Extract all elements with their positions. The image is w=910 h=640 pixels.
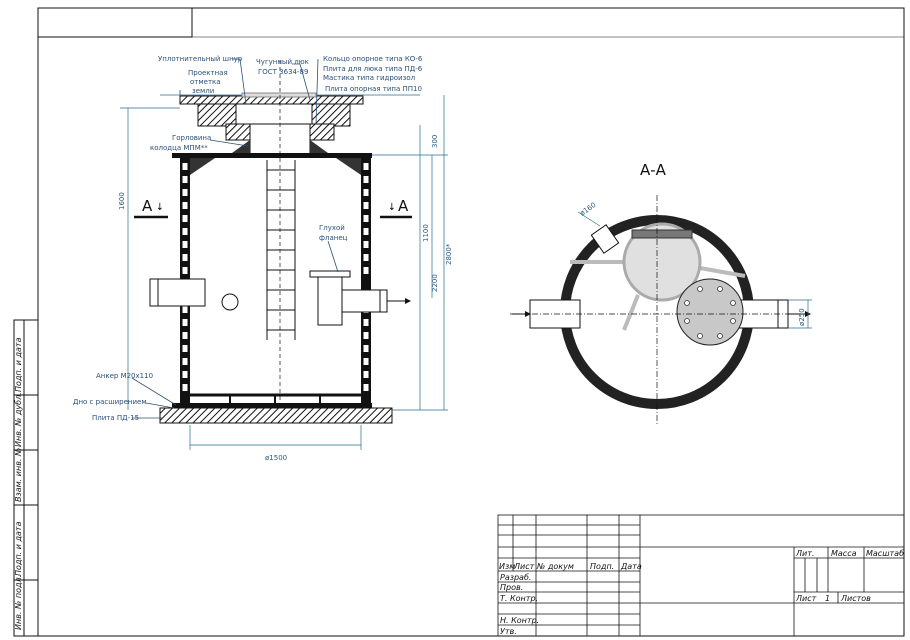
top-slab: [172, 153, 372, 158]
label-hatch-1: Чугунный люк: [256, 58, 309, 66]
label-ring: Кольцо опорное типа КО-6: [323, 55, 423, 63]
tb-row-tcontrol: Т. Контр.: [500, 594, 538, 603]
section-mark-right: А: [398, 197, 409, 215]
label-mastic: Мастика типа гидроизол: [323, 74, 415, 82]
label-blind-flange-2: фланец: [319, 234, 348, 242]
dim-diameter-160: ø160: [579, 201, 598, 218]
section-a-a: А-А ø160 ø250: [510, 161, 812, 425]
label-ground-mark-2: отметка: [190, 78, 221, 86]
blind-flange: [309, 270, 351, 278]
tb-lit: Лит.: [795, 549, 814, 558]
base-plate-pd15: [159, 407, 393, 424]
label-neck-1: Горловина: [172, 134, 211, 142]
label-blind-flange-1: Глухой: [319, 224, 345, 232]
inlet-pipe: [149, 278, 206, 307]
tb-mass: Масса: [831, 549, 857, 558]
neck-outline: [622, 222, 702, 302]
dim-1100: 1100: [422, 224, 430, 242]
side-strip: Инв. № подл. Подп. и дата Взам. инв. № И…: [14, 337, 23, 630]
strip-inv-podl: Инв. № подл.: [14, 575, 23, 630]
leader-lines: [131, 58, 339, 419]
label-base-plate: Плита ПД-15: [92, 414, 139, 422]
label-anchor: Анкер М20х110: [96, 372, 153, 380]
tb-sheet: Лист: [795, 594, 817, 603]
label-bottom: Дно с расширением: [73, 398, 147, 406]
strip-podp-data-2: Подп. и дата: [14, 337, 23, 392]
tb-row-ncontrol: Н. Контр.: [500, 616, 539, 625]
tb-sheets: Листов: [840, 594, 871, 603]
dim-300: 300: [431, 135, 439, 148]
section-mark-left: А: [142, 197, 153, 215]
tb-header-izm: Изм: [499, 562, 515, 571]
tb-header-sign: Подп.: [590, 562, 614, 571]
neck-plate: [631, 229, 693, 239]
well-elevation: А ↓ ↓ А 1600 300 1100 2200 2800* ø1500 У…: [73, 55, 453, 462]
cast-iron-hatch: [241, 92, 317, 98]
dim-2200: 2200: [431, 274, 439, 292]
tb-scale: Масштаб: [866, 549, 904, 558]
label-ground-mark-1: Проектная: [188, 69, 228, 77]
dim-diameter-1500: ø1500: [265, 454, 287, 462]
small-pipe: [590, 224, 620, 254]
tb-header-list: Лист: [513, 562, 535, 571]
label-ground-mark-3: земли: [192, 87, 214, 95]
label-seal-cord: Уплотнительный шнур: [158, 55, 243, 63]
dim-2800: 2800*: [445, 243, 453, 265]
dim-diameter-250: ø250: [798, 308, 806, 326]
opening: [221, 293, 239, 311]
strip-vzam-inv: Взам. инв. №: [14, 448, 23, 502]
strip-podp-data-1: Подп. и дата: [14, 521, 23, 576]
bottom: [172, 403, 372, 408]
strip-inv-dubl: Инв. № дубл.: [14, 392, 23, 447]
title-block: [497, 514, 905, 637]
tb-header-doc: № докум: [536, 562, 574, 571]
arrow-down-icon: ↓: [156, 202, 164, 213]
tb-sheet-no: 1: [825, 594, 830, 603]
tb-row-checked: Пров.: [500, 583, 523, 592]
title-block-text: Изм Лист № докум Подп. Дата Разраб. Пров…: [499, 549, 904, 636]
label-hatch-plate: Плита для люка типа ПД-6: [323, 65, 423, 73]
label-support-plate: Плита опорная типа ПП10: [325, 85, 422, 93]
label-neck-2: колодца МПМ**: [150, 144, 208, 152]
ladder: [266, 160, 296, 340]
wall-right: [361, 158, 371, 408]
dimension-lines: [120, 95, 448, 450]
section-title: А-А: [640, 161, 667, 179]
label-hatch-2: ГОСТ 3634-89: [258, 68, 308, 76]
tb-row-approved: Утв.: [500, 627, 517, 636]
tb-row-developed: Разраб.: [500, 573, 531, 582]
blind-flange-disc: [676, 278, 744, 346]
sheet-frame: [13, 7, 905, 637]
dim-1600: 1600: [118, 192, 126, 210]
tb-header-date: Дата: [620, 562, 642, 571]
arrow-down-icon: ↓: [388, 202, 396, 213]
